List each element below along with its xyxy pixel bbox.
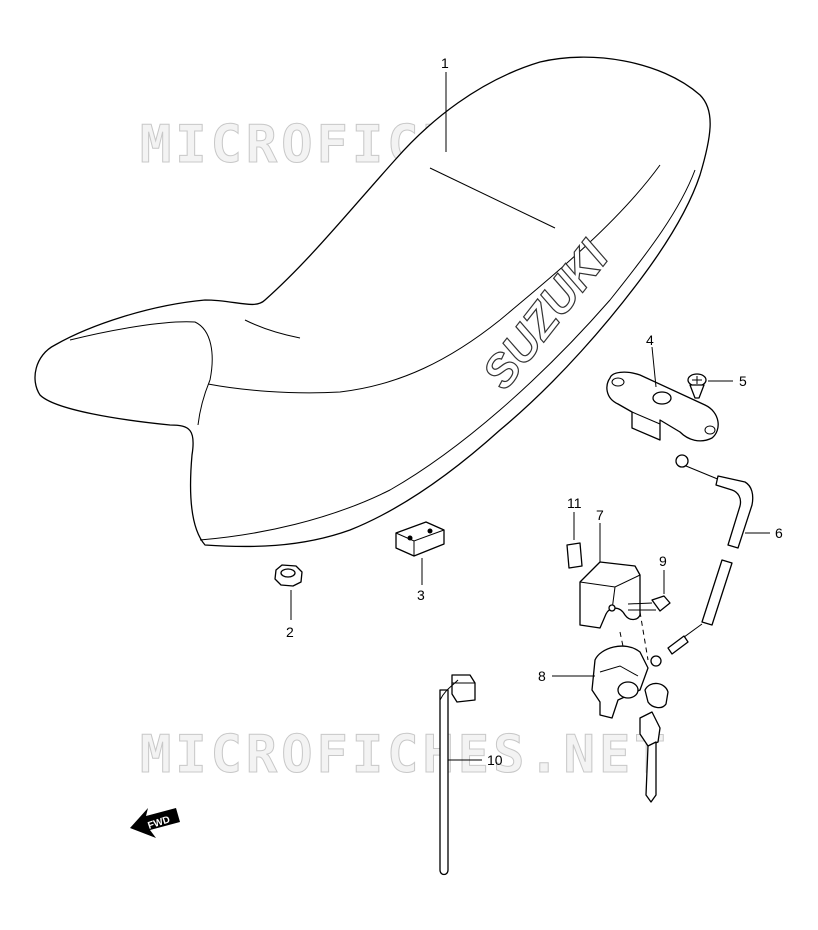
callout-7: 7	[596, 507, 604, 523]
bolt-part-9[interactable]	[627, 595, 671, 612]
lock-set-part-8[interactable]	[591, 645, 669, 803]
bracket-part-3[interactable]	[395, 521, 445, 557]
callout-8: 8	[538, 668, 546, 684]
callout-4: 4	[646, 332, 654, 348]
callout-9: 9	[659, 553, 667, 569]
callout-5: 5	[739, 373, 747, 389]
callout-10: 10	[487, 752, 503, 768]
watermark-bottom: MICROFICHES.NET	[140, 725, 670, 785]
cover-part-7[interactable]	[579, 561, 641, 629]
callout-6: 6	[775, 525, 783, 541]
pad-part-11[interactable]	[566, 542, 583, 569]
cable-tie-part-10[interactable]	[439, 674, 476, 876]
callout-1: 1	[441, 55, 449, 71]
latch-bracket-part-4[interactable]	[606, 371, 719, 442]
callout-2: 2	[286, 624, 294, 640]
callout-3: 3	[417, 587, 425, 603]
nut-part-2[interactable]	[274, 564, 303, 587]
callout-11: 11	[567, 495, 582, 511]
forward-direction-arrow-icon: FWD	[130, 808, 180, 838]
screw-part-5[interactable]	[687, 373, 707, 399]
cable-part-6[interactable]	[650, 454, 754, 667]
seat-part-1[interactable]: SUZUKI	[34, 56, 711, 548]
